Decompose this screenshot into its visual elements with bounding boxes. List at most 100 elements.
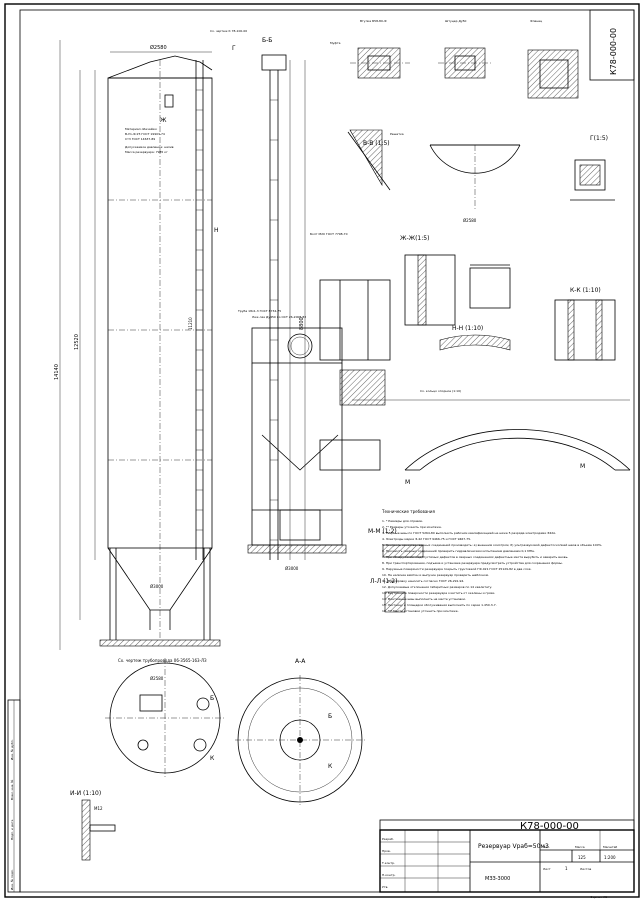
note-item: 15. Лестницу и площадки обслуживания вып… — [382, 603, 497, 607]
section-zh-zh-title: Ж-Ж(1:5) — [400, 235, 429, 242]
col-sheet: Лист — [543, 867, 551, 871]
ring-ref: Сх. кольцо опорное (1:10) — [420, 389, 461, 393]
scale-value: 1:200 — [604, 855, 616, 860]
ladder-height-label: 11210 — [188, 317, 193, 330]
role-label: Т.контр. — [381, 861, 395, 865]
strip-label: Инв. № дубл. — [10, 739, 14, 760]
section-n-n: Н-Н (1:10) — [439, 325, 511, 351]
ladder-rungs — [196, 89, 203, 531]
svg-text:Ø2580: Ø2580 — [150, 676, 164, 681]
section-b-b: Б-Б Г 8800 Труба 18х1-3 ГОСТ 8734-75 — [232, 37, 306, 560]
product-name: Резервуар Vраб=50м3 — [478, 843, 549, 850]
tank-front-view: 14140 12520 Ø2580 Ж — [54, 29, 247, 663]
section-zh-semicircle: Ø2580 — [429, 144, 521, 223]
height-body-label: 12520 — [74, 334, 80, 350]
col-sheets: Листов — [580, 867, 591, 871]
note-item: 7. При обнаружении недопустимых дефектов… — [382, 555, 568, 559]
material-name: МЗЗ-3000 — [485, 876, 510, 882]
top-ref: Сх. чертеж К 78-100-00 — [210, 29, 247, 33]
code-top: К78-000-00 — [609, 28, 618, 75]
role-label: Разраб. — [382, 837, 394, 841]
note-item: 16. *** Место установки уточнить при мон… — [382, 609, 459, 613]
hatch-ref: Люк-лаз Ду450 по ОСТ 26-2008-83 — [252, 315, 306, 319]
section-i-i: И-И (1:10) М12 — [70, 790, 116, 861]
sheet-value: 1 — [565, 866, 568, 871]
strip-label: Инв. № подл. — [10, 869, 14, 890]
note-item: 8. При транспортировании, подъеме и уста… — [382, 561, 563, 565]
section-l-l-title: Л-Л (1:2) — [370, 578, 397, 585]
col-mass: Масса — [575, 845, 585, 849]
code-stamp: К78-000-00 — [520, 821, 579, 832]
section-m-m-title: М-М (1:2) — [368, 528, 397, 535]
shell-height-label: 8800 — [299, 317, 305, 330]
note-item: 5. Контроль качества сварных соединений … — [382, 543, 602, 547]
section-a-a-title: А-А — [295, 658, 306, 665]
note-item: 1. * Размеры для справок. — [382, 519, 423, 523]
note-item: 9. Наружные поверхности резервуара покры… — [382, 567, 531, 571]
note-item: 10. На наличие вмятин и выпучин резервуа… — [382, 573, 489, 577]
plan-view-a-a: А-А Б К — [235, 658, 365, 805]
material-note: Материал обечайки: В-У1-Ф-УЗ ГОСТ 19903-… — [125, 127, 174, 154]
note-item: 2. ** Размеры уточнить при монтаже. — [382, 525, 442, 529]
bracket-detail: Болт М20 ГОСТ 7798-70 — [310, 232, 391, 471]
section-g-left: Г — [232, 45, 236, 52]
sheet-border — [4, 3, 640, 898]
title-block: К78-000-00 Резервуар Vраб=50м3 МЗЗ-3000 … — [379, 819, 635, 899]
svg-text:М: М — [405, 479, 410, 486]
role-label: Н.контр. — [382, 873, 395, 877]
svg-text:К: К — [328, 763, 333, 770]
plan-view-1: Б К Ø2580 — [105, 658, 225, 778]
notes-title: Технические требования — [381, 509, 436, 514]
format-label: Формат А1 — [590, 895, 607, 899]
note-item: 4. Электроды марки Э-42 ГОСТ 9466-75 и Г… — [382, 537, 471, 541]
label-n: Н — [214, 227, 219, 234]
svg-text:Ø2580: Ø2580 — [463, 218, 477, 223]
note-item: 14. Монтажные швы выполнить на месте уст… — [382, 597, 466, 601]
svg-text:Масса резервуара: 7985 кг: Масса резервуара: 7985 кг — [125, 150, 168, 154]
label-zh: Ж — [160, 117, 167, 124]
gasket-ref: Болт М20 ГОСТ 7798-70 — [310, 232, 348, 236]
svg-text:Муфта: Муфта — [330, 41, 341, 45]
section-zh-zh: Ж-Ж(1:5) — [400, 235, 511, 326]
note-item: 3. Сварные швы по ГОСТ 5264-80 выполнить… — [382, 531, 556, 535]
detail-flange-1: Втулка Б58-80-Ф Муфта — [330, 19, 410, 79]
detail-flange-3: Фланец — [527, 19, 579, 99]
svg-text:М: М — [580, 463, 585, 470]
svg-text:К: К — [210, 755, 215, 762]
svg-text:Б: Б — [210, 695, 214, 702]
section-v-v: В-В (1:5) Решетка — [347, 129, 404, 191]
inner-frame — [19, 9, 635, 893]
col-scale: Масштаб — [603, 845, 617, 849]
section-i-i-title: И-И (1:10) — [70, 790, 101, 797]
note-item: 13. Внутренние поверхности резервуара оч… — [382, 591, 495, 595]
section-g-title: Г(1:5) — [590, 135, 608, 142]
section-k-k: К-К (1:10) — [554, 287, 616, 361]
note-item: 6. Прочность сварных соединений проверит… — [382, 549, 535, 553]
strip-label: Взам. инв. № — [10, 780, 14, 800]
strip-label: Подп. и дата — [10, 819, 14, 840]
svg-text:Фланец: Фланец — [530, 19, 542, 23]
mass-value: 125 — [578, 855, 586, 860]
svg-text:Б: Б — [328, 713, 332, 720]
section-n-n-title: Н-Н (1:10) — [452, 325, 483, 332]
note-item: 12. Допускаемые отклонения габаритных ра… — [382, 585, 492, 589]
height-total-label: 14140 — [54, 364, 60, 380]
svg-text:Ø3000: Ø3000 — [285, 566, 299, 571]
svg-text:Штуцер Ду50: Штуцер Ду50 — [445, 19, 467, 23]
top-code-box: К78-000-00 — [589, 9, 635, 81]
section-m-m: М-М (1:2) — [368, 528, 424, 558]
svg-text:В-У1-Ф-УЗ ГОСТ 19903-74: В-У1-Ф-УЗ ГОСТ 19903-74 — [125, 132, 165, 136]
svg-text:Материал обечайки:: Материал обечайки: — [125, 127, 157, 131]
svg-text:Ст3 ГОСТ 14637-89: Ст3 ГОСТ 14637-89 — [125, 137, 155, 141]
diam-top-label: Ø2580 — [150, 44, 167, 51]
col-lit: Лит. — [543, 845, 550, 849]
ladder-rungs-b — [270, 99, 278, 541]
svg-text:Решетка: Решетка — [390, 132, 404, 136]
tech-notes: Технические требования 1. * Размеры для … — [381, 509, 602, 613]
section-l-l: Л-Л (1:2) — [370, 578, 406, 613]
svg-text:М12: М12 — [94, 806, 103, 811]
role-label: Пров. — [382, 849, 391, 853]
section-k-k-title: К-К (1:10) — [570, 287, 601, 294]
left-binding-strip: Инв. № подл. Подп. и дата Взам. инв. № И… — [7, 699, 21, 893]
